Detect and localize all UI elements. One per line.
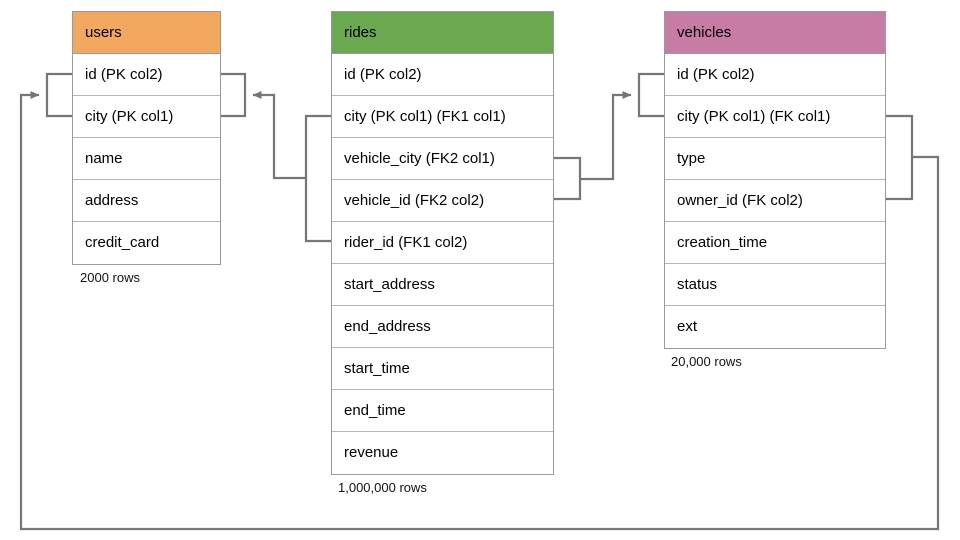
table-vehicles-column-id[interactable]: id (PK col2) [665, 54, 885, 96]
fk2-connector-rides-to-vehicles [580, 91, 632, 181]
table-users-column-name[interactable]: name [73, 138, 220, 180]
table-rides-title: rides [344, 24, 377, 41]
table-rides-column-vehicle-city[interactable]: vehicle_city (FK2 col1) [332, 138, 553, 180]
table-rides-column-start-time[interactable]: start_time [332, 348, 553, 390]
table-rides-column-end-address[interactable]: end_address [332, 306, 553, 348]
table-vehicles-column-status[interactable]: status [665, 264, 885, 306]
table-users-title: users [85, 24, 122, 41]
table-vehicles[interactable]: vehicles id (PK col2) city (PK col1) (FK… [664, 11, 886, 349]
table-vehicles-column-ext[interactable]: ext [665, 306, 885, 348]
users-right-bracket [221, 72, 247, 118]
rides-right-bracket [554, 156, 582, 201]
table-users-column-address[interactable]: address [73, 180, 220, 222]
table-vehicles-column-owner-id[interactable]: owner_id (FK col2) [665, 180, 885, 222]
vehicles-left-bracket [637, 72, 664, 118]
table-rides-row-count: 1,000,000 rows [338, 480, 427, 495]
table-vehicles-column-type[interactable]: type [665, 138, 885, 180]
table-rides-column-vehicle-id[interactable]: vehicle_id (FK2 col2) [332, 180, 553, 222]
table-rides-header: rides [332, 12, 553, 54]
table-users-row-count: 2000 rows [80, 270, 140, 285]
table-rides-column-end-time[interactable]: end_time [332, 390, 553, 432]
table-vehicles-column-creation-time[interactable]: creation_time [665, 222, 885, 264]
table-vehicles-column-city[interactable]: city (PK col1) (FK col1) [665, 96, 885, 138]
table-users-column-city[interactable]: city (PK col1) [73, 96, 220, 138]
fk1-connector-rides-to-users [252, 91, 306, 180]
table-rides-column-start-address[interactable]: start_address [332, 264, 553, 306]
vehicles-right-bracket [886, 114, 914, 201]
table-users-column-id[interactable]: id (PK col2) [73, 54, 220, 96]
users-left-bracket [45, 72, 72, 118]
table-rides-column-revenue[interactable]: revenue [332, 432, 553, 474]
table-rides-column-id[interactable]: id (PK col2) [332, 54, 553, 96]
table-users-header: users [73, 12, 220, 54]
table-vehicles-title: vehicles [677, 24, 732, 41]
table-users-column-credit-card[interactable]: credit_card [73, 222, 220, 264]
table-rides-column-rider-id[interactable]: rider_id (FK1 col2) [332, 222, 553, 264]
table-rides-column-city[interactable]: city (PK col1) (FK1 col1) [332, 96, 553, 138]
table-vehicles-header: vehicles [665, 12, 885, 54]
table-vehicles-row-count: 20,000 rows [671, 354, 742, 369]
table-users[interactable]: users id (PK col2) city (PK col1) name a… [72, 11, 221, 265]
table-rides[interactable]: rides id (PK col2) city (PK col1) (FK1 c… [331, 11, 554, 475]
rides-left-bracket [304, 114, 331, 243]
